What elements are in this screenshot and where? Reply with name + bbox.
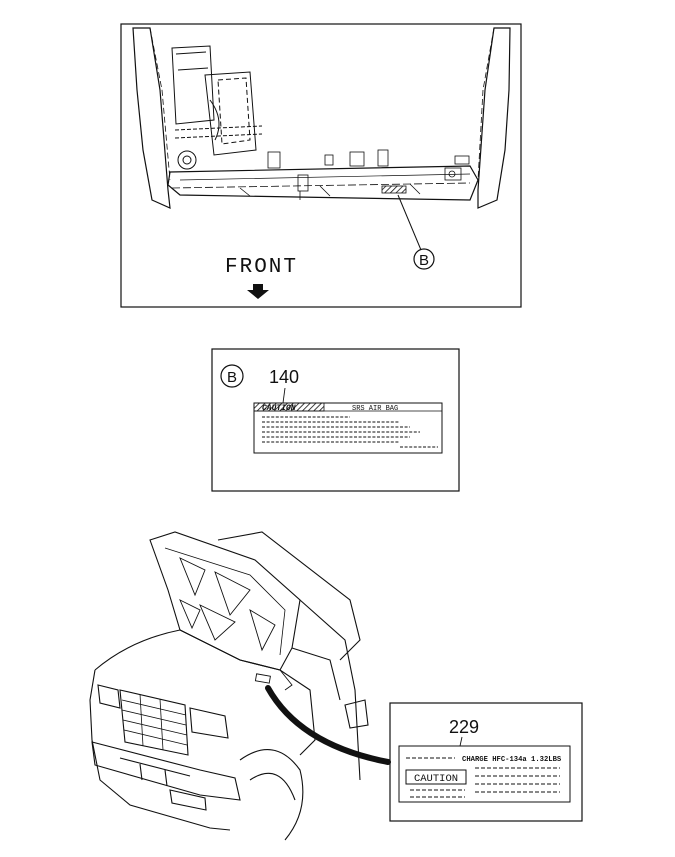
right-fender (477, 27, 511, 209)
leader-curve-229 (265, 685, 391, 765)
detail-b-frame (211, 348, 460, 492)
front-body (94, 629, 316, 756)
front-bumper (91, 741, 241, 801)
part-number-140: 140 (269, 367, 299, 387)
caution-text-229: CAUTION (414, 773, 458, 785)
battery-unit (171, 45, 215, 125)
air-cleaner (204, 71, 257, 156)
part-number-229: 229 (449, 717, 479, 737)
detail-b-callout-letter: B (227, 369, 237, 386)
headlight-right (189, 707, 229, 739)
engine-bay-view: B FRONT (120, 23, 522, 308)
label-position-b (381, 185, 407, 194)
srs-air-bag-title: SRS AIR BAG (352, 405, 398, 413)
callout-b-circle (413, 248, 435, 270)
caution-text-140: CAUTION (262, 404, 296, 413)
reservoir-cap (177, 150, 197, 170)
front-arrow-icon (247, 284, 269, 299)
detail-b: B 140 CAUTION SRS AIR BAG (211, 348, 460, 492)
charge-text: CHARGE HFC-134a 1.32LBS (462, 756, 562, 764)
ac-refrigerant-label: CHARGE HFC-134a 1.32LBS CAUTION (398, 745, 571, 803)
detail-229-frame (389, 702, 583, 822)
srs-airbag-label: CAUTION SRS AIR BAG (253, 402, 443, 454)
engine-bay-frame (120, 23, 522, 308)
front-label: FRONT (225, 256, 298, 279)
radiator-support (167, 165, 479, 201)
detail-b-callout-circle (220, 364, 244, 388)
vehicle-front-view (89, 531, 369, 841)
cab-roof (217, 531, 361, 661)
grille (119, 689, 189, 756)
detail-229: 229 CHARGE HFC-134a 1.32LBS CAUTION (389, 702, 583, 822)
callout-b-letter: B (419, 252, 429, 269)
front-wheel (239, 749, 304, 841)
headlight-left (97, 684, 121, 709)
label-position-229 (254, 673, 271, 684)
open-hood (149, 531, 301, 671)
left-fender (132, 27, 171, 209)
